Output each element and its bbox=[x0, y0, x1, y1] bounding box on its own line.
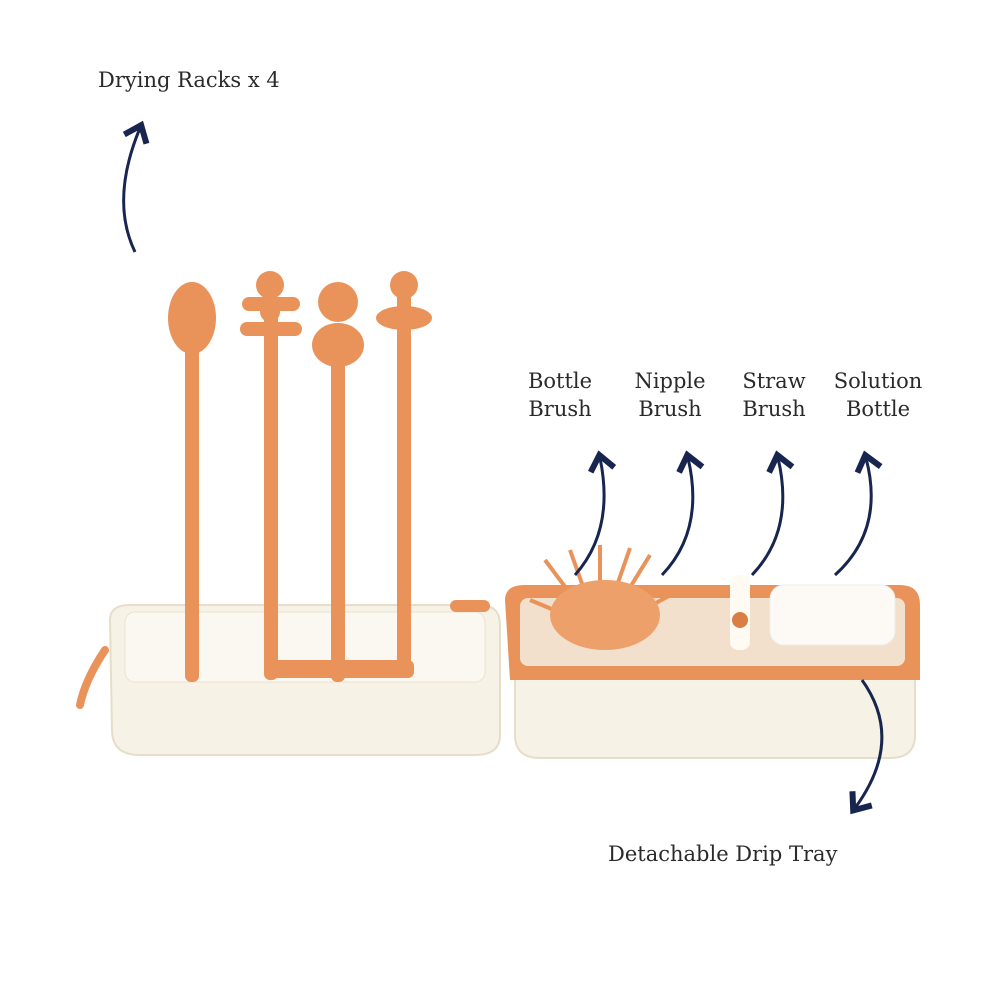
label-nipple-brush: Nipple Brush bbox=[625, 367, 715, 423]
label-line: Solution bbox=[833, 369, 923, 393]
label-bottle-brush: Bottle Brush bbox=[515, 367, 605, 423]
label-line: Brush bbox=[528, 397, 592, 421]
label-line: Bottle bbox=[527, 369, 593, 393]
arrow-straw-brush bbox=[750, 450, 795, 577]
arrow-solution-bottle bbox=[833, 450, 883, 577]
drying-racks bbox=[168, 271, 432, 682]
arrow-drying-racks bbox=[122, 120, 150, 253]
label-line: Brush bbox=[638, 397, 702, 421]
arrow-nipple-brush bbox=[660, 450, 705, 577]
label-line: Nipple bbox=[634, 369, 706, 393]
label-line: Straw bbox=[742, 369, 806, 393]
label-line: Brush bbox=[742, 397, 806, 421]
label-line: Bottle bbox=[845, 397, 911, 421]
brush-case bbox=[505, 545, 920, 759]
callout-arrows bbox=[122, 120, 884, 815]
label-drip-tray: Detachable Drip Tray bbox=[608, 842, 838, 866]
arrow-drip-tray bbox=[849, 679, 884, 815]
label-drying-racks: Drying Racks x 4 bbox=[98, 68, 280, 92]
label-solution-bottle: Solution Bottle bbox=[824, 367, 932, 423]
arrow-bottle-brush bbox=[573, 450, 617, 576]
label-straw-brush: Straw Brush bbox=[729, 367, 819, 423]
